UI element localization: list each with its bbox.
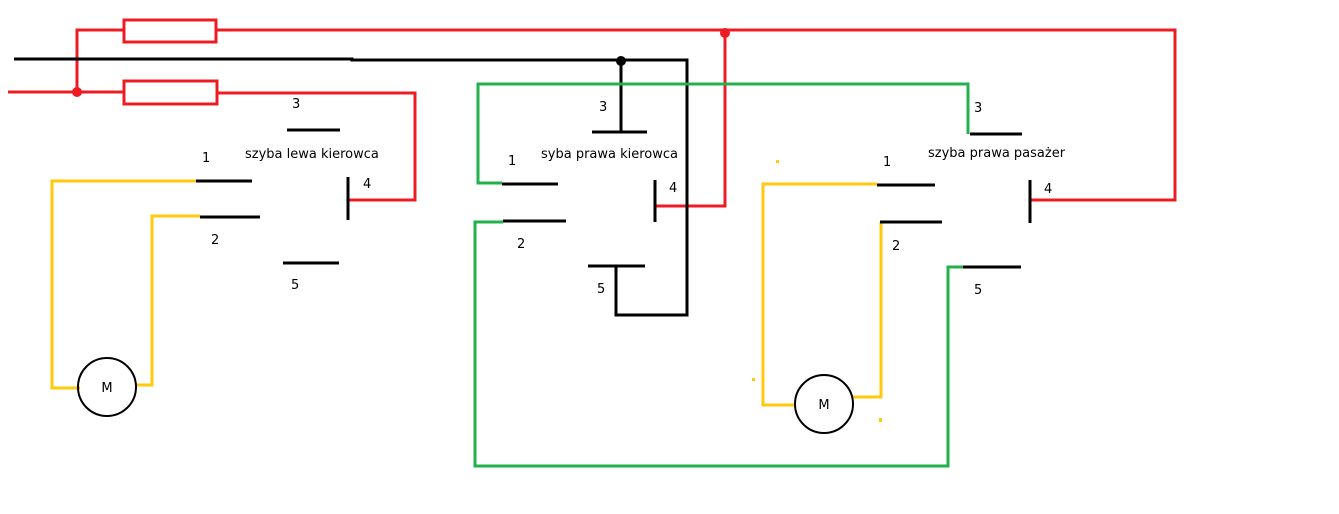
junction-dot (720, 28, 730, 38)
motor-right: M (794, 374, 854, 434)
switch-title: szyba prawa pasażer (928, 146, 1066, 161)
motor-label: M (818, 398, 829, 413)
pin-label: 5 (597, 282, 605, 297)
switch-right-driver: syba prawa kierowca 1 2 3 4 5 (502, 100, 678, 297)
motor-left: M (77, 357, 137, 417)
ground-wires (14, 56, 689, 317)
fuse-top (122, 18, 218, 44)
pin-label: 2 (517, 237, 525, 252)
pin-label: 3 (974, 101, 982, 116)
stray-marks (752, 160, 882, 422)
junction-dot (616, 56, 626, 66)
pin-label: 2 (211, 233, 219, 248)
pin-label: 5 (291, 278, 299, 293)
pin-label: 4 (363, 177, 371, 192)
pin-label: 3 (599, 100, 607, 115)
junction-dot (72, 87, 82, 97)
pin-label: 1 (202, 151, 210, 166)
pin-label: 4 (669, 181, 677, 196)
motor-icon (794, 374, 854, 434)
motor-label: M (101, 381, 112, 396)
switch-title: syba prawa kierowca (541, 147, 678, 162)
supply-wires (8, 18, 1177, 208)
motor-wires (50, 179, 883, 407)
switch-title: szyba lewa kierowca (245, 147, 379, 162)
pin-label: 5 (974, 283, 982, 298)
pin-label: 1 (883, 155, 891, 170)
fuse-bottom (122, 79, 219, 106)
motor-icon (77, 357, 137, 417)
switch-right-passenger: szyba prawa pasażer 1 2 3 4 5 (877, 101, 1066, 298)
pin-label: 2 (892, 239, 900, 254)
pin-label: 3 (292, 97, 300, 112)
switch-left-driver: szyba lewa kierowca 1 2 3 4 5 (196, 97, 379, 293)
link-wires (473, 82, 970, 468)
pin-label: 1 (508, 154, 516, 169)
pin-label: 4 (1044, 182, 1052, 197)
